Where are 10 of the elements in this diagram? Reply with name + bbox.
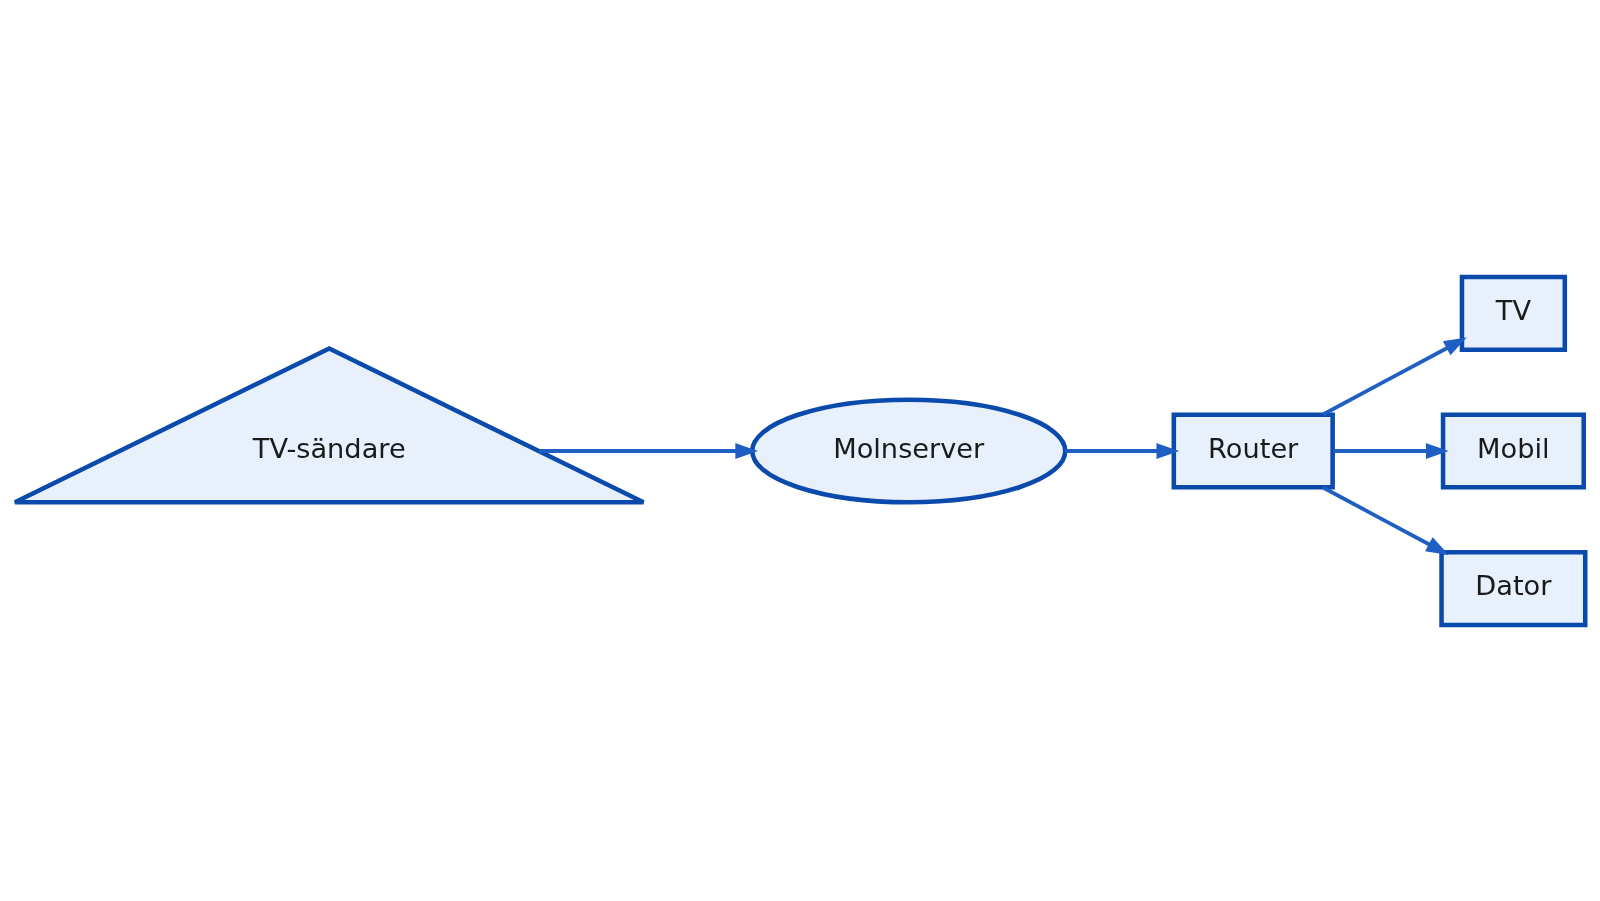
arrow [1065,442,1180,459]
node-ellipse: Molnserver [749,397,1068,504]
arrow [1322,337,1467,416]
node-box: Mobil [1440,411,1586,490]
arrow [538,442,759,459]
node-box: TV [1459,274,1568,352]
arrow [1322,485,1449,555]
arrow [1333,442,1449,459]
node-box: Dator [1439,549,1588,627]
node-box: Router [1171,411,1335,490]
